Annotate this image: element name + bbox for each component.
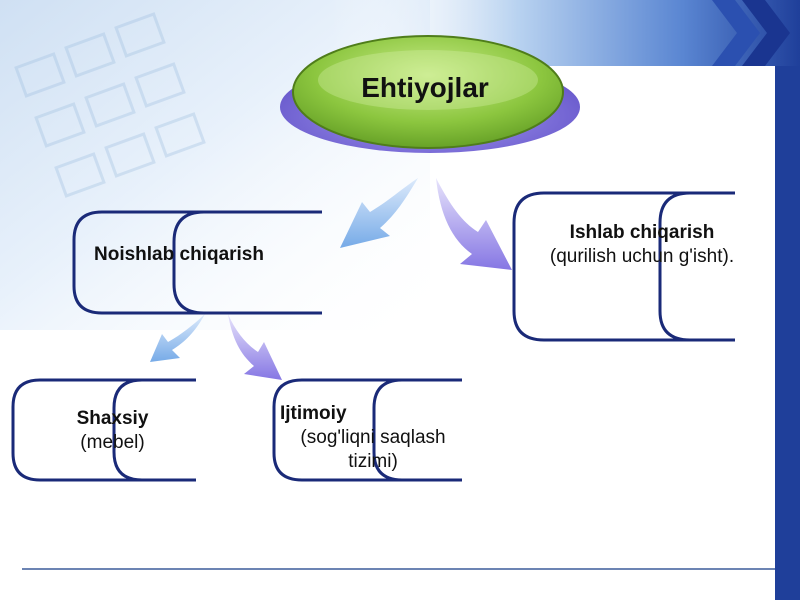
arrow-root-to-noishlab <box>340 178 418 248</box>
node-title: Noishlab chiqarish <box>94 244 264 265</box>
arrow-noishlab-to-ijtimoiy <box>228 314 282 380</box>
node-ishlab: Ishlab chiqarish (qurilish uchun g'isht)… <box>522 221 762 269</box>
root-node <box>280 35 580 153</box>
node-title: Shaxsiy <box>76 408 149 429</box>
arrow-noishlab-to-shaxsiy <box>150 314 205 362</box>
node-box-noishlab <box>72 210 322 315</box>
node-subtitle: (qurilish uchun g'isht). <box>549 246 735 267</box>
node-box-ishlab <box>512 191 735 342</box>
chevron-icon <box>712 0 760 66</box>
node-subtitle: (sog'liqni saqlash tizimi) <box>300 427 446 472</box>
root-label: Ehtiyojlar <box>361 72 489 103</box>
node-box-shaxsiy <box>11 378 196 482</box>
node-title: Ijtimoiy <box>280 403 347 424</box>
node-shaxsiy: Shaxsiy (mebel) <box>40 407 185 455</box>
node-ijtimoiy: Ijtimoiy (sog'liqni saqlash tizimi) <box>280 402 466 474</box>
node-noishlab: Noishlab chiqarish <box>74 243 284 267</box>
arrow-root-to-ishlab <box>436 178 512 270</box>
chevron-icon <box>742 0 790 66</box>
node-box-ijtimoiy <box>272 378 462 482</box>
node-title: Ishlab chiqarish <box>569 222 715 243</box>
node-subtitle: (mebel) <box>80 432 145 453</box>
right-band <box>775 66 800 600</box>
